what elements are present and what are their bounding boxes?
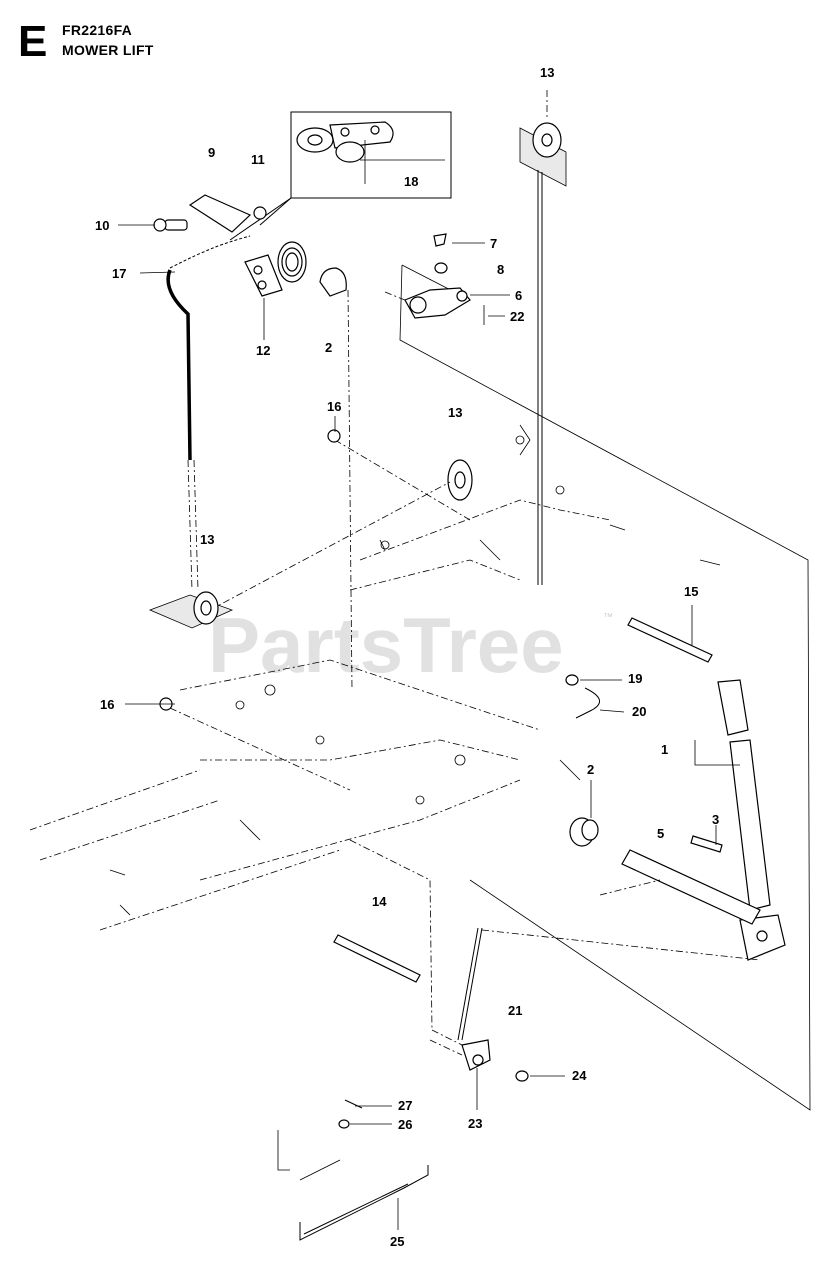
bushing-top xyxy=(319,267,353,691)
callout-10: 10 xyxy=(95,218,109,233)
callout-14: 14 xyxy=(372,894,387,909)
pulley-top-right xyxy=(519,90,567,585)
callout-22: 22 xyxy=(510,309,524,324)
callout-13-lower: 13 xyxy=(200,532,214,547)
section-letter: E xyxy=(18,17,48,66)
callout-13: 13 xyxy=(540,65,554,80)
shaft-part-5 xyxy=(599,835,761,925)
callout-9: 9 xyxy=(208,145,215,160)
watermark-text: PartsTree xyxy=(208,601,564,689)
callout-15: 15 xyxy=(684,584,698,599)
rod-part-15 xyxy=(627,605,713,663)
callout-16: 16 xyxy=(327,399,341,414)
callout-27: 27 xyxy=(398,1098,412,1113)
callout-17: 17 xyxy=(112,266,126,281)
rod-part-14 xyxy=(333,839,433,1031)
callout-23: 23 xyxy=(468,1116,482,1131)
callout-6: 6 xyxy=(515,288,522,303)
nut-lower-guide xyxy=(169,707,351,791)
callout-3: 3 xyxy=(712,812,719,827)
callout-2: 2 xyxy=(325,340,332,355)
callout-18: 18 xyxy=(404,174,418,189)
link-rod-assembly xyxy=(429,927,761,1110)
watermark-trademark: ™ xyxy=(603,612,613,623)
callout-20: 20 xyxy=(632,704,646,719)
model-number: FR2216FA xyxy=(62,22,133,38)
callout-1: 1 xyxy=(661,742,668,757)
callout-labels: 13 9 11 18 10 7 8 17 6 22 12 2 16 13 13 … xyxy=(95,65,719,1249)
leader-lines xyxy=(118,224,717,1125)
callout-12: 12 xyxy=(256,343,270,358)
callout-26: 26 xyxy=(398,1117,412,1132)
pulley-middle xyxy=(209,439,473,611)
bushing-lower xyxy=(569,780,599,847)
callout-21: 21 xyxy=(508,1003,522,1018)
callout-24: 24 xyxy=(572,1068,587,1083)
pulley-lower-left xyxy=(148,591,234,629)
callout-16-lower: 16 xyxy=(100,697,114,712)
diagram-title: MOWER LIFT xyxy=(62,42,154,58)
callout-19: 19 xyxy=(628,671,642,686)
bracket-parts-6-8 xyxy=(384,233,485,325)
callout-7: 7 xyxy=(490,236,497,251)
nut-upper xyxy=(327,429,341,443)
rod-part-25 xyxy=(277,1130,429,1241)
lift-lever xyxy=(694,679,786,961)
chain-assembly xyxy=(153,194,267,591)
spring-part-12 xyxy=(244,241,307,340)
callout-13-middle: 13 xyxy=(448,405,462,420)
callout-5: 5 xyxy=(657,826,664,841)
callout-25: 25 xyxy=(390,1234,404,1249)
callout-8: 8 xyxy=(497,262,504,277)
callout-2-lower: 2 xyxy=(587,762,594,777)
small-parts-26-27 xyxy=(338,1099,363,1129)
mower-frame xyxy=(29,424,721,931)
callout-11: 11 xyxy=(251,152,265,167)
clip-and-pin xyxy=(565,674,600,719)
